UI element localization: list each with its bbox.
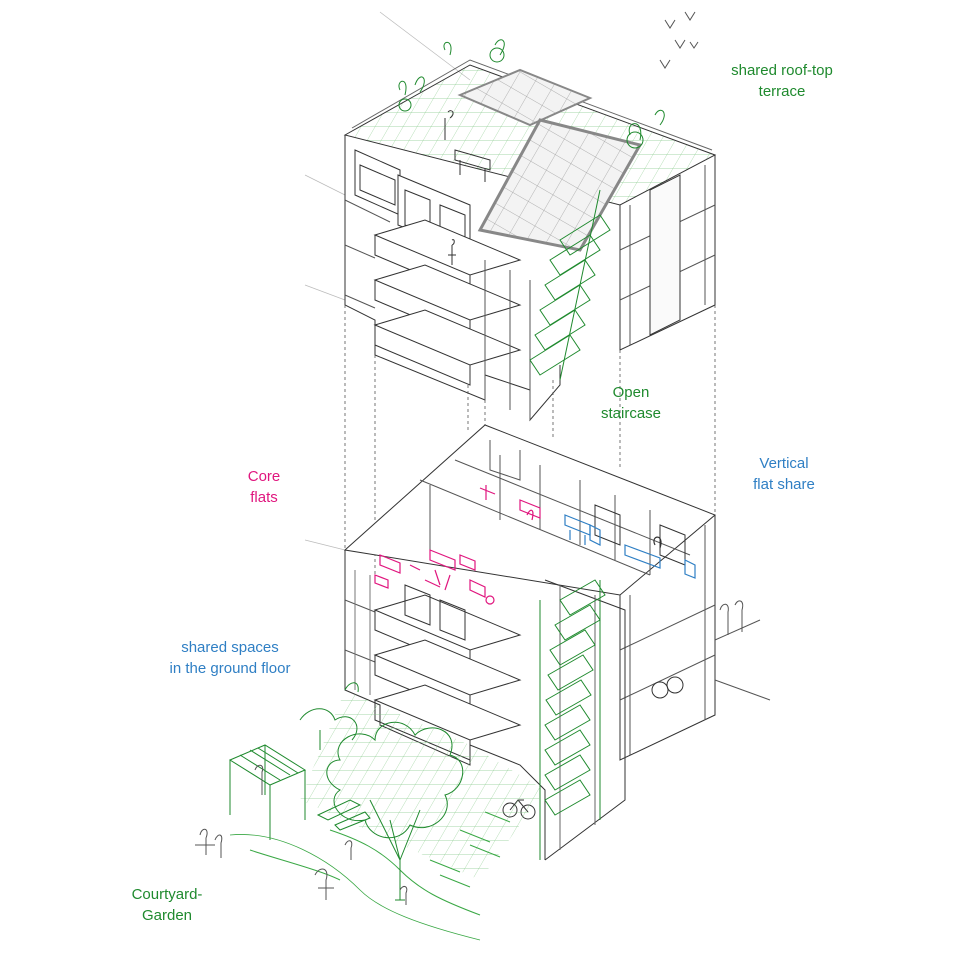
label-courtyard-garden: Courtyard- Garden [112, 884, 222, 926]
label-courtyard-garden-line2: Garden [141, 907, 193, 924]
label-vertical-flat-share-line2: flat share [753, 476, 815, 493]
label-vertical-flat-share-line1: Vertical [759, 455, 809, 472]
label-open-staircase-line1: Open [612, 384, 650, 401]
tree [326, 721, 464, 901]
small-tree [299, 708, 358, 750]
label-open-staircase: Open staircase [585, 382, 677, 424]
ground-paving [300, 690, 545, 880]
roof-furniture [444, 110, 491, 182]
upper-building-block [304, 11, 717, 422]
label-shared-spaces-line1: shared spaces [181, 639, 279, 656]
label-core-flats-line1: Core [247, 468, 281, 485]
vertical-flat-share-furniture [564, 514, 696, 579]
people-right-icon [719, 600, 744, 635]
label-core-flats: Core flats [232, 466, 296, 508]
pergola [228, 744, 307, 840]
solar-panel-main [477, 118, 643, 252]
balcony-upper-3 [373, 309, 522, 366]
birds-icon [659, 11, 699, 69]
open-staircase-lower [539, 579, 606, 860]
balcony-upper-2 [373, 264, 522, 321]
core-flats-furniture [374, 485, 541, 605]
balcony-upper-1 [373, 219, 522, 276]
label-core-flats-line2: flats [250, 489, 278, 506]
terrain-line [229, 834, 481, 941]
lower-right-facade [619, 515, 716, 761]
balcony-lower-2 [373, 639, 522, 696]
label-roof-terrace-line1: shared roof-top [731, 62, 833, 79]
label-roof-terrace: shared roof-top terrace [714, 60, 850, 102]
upper-right-facade [619, 155, 716, 351]
label-courtyard-garden-line1: Courtyard- [131, 886, 203, 903]
balcony-lower-1 [373, 594, 522, 651]
open-staircase-upper [529, 189, 611, 381]
dormer-left [354, 149, 401, 216]
label-open-staircase-line2: staircase [600, 405, 662, 422]
label-roof-terrace-line2: terrace [758, 83, 806, 100]
label-shared-spaces: shared spaces in the ground floor [150, 637, 310, 679]
solar-panel-upper [457, 68, 593, 127]
label-shared-spaces-line2: in the ground floor [169, 660, 291, 677]
person-upper [448, 239, 456, 265]
bench [316, 799, 371, 831]
courtyard [195, 682, 545, 916]
people-courtyard-icon [195, 764, 408, 905]
roof-plants [398, 39, 665, 149]
label-vertical-flat-share: Vertical flat share [736, 453, 832, 495]
balcony-lower-3 [373, 684, 522, 741]
